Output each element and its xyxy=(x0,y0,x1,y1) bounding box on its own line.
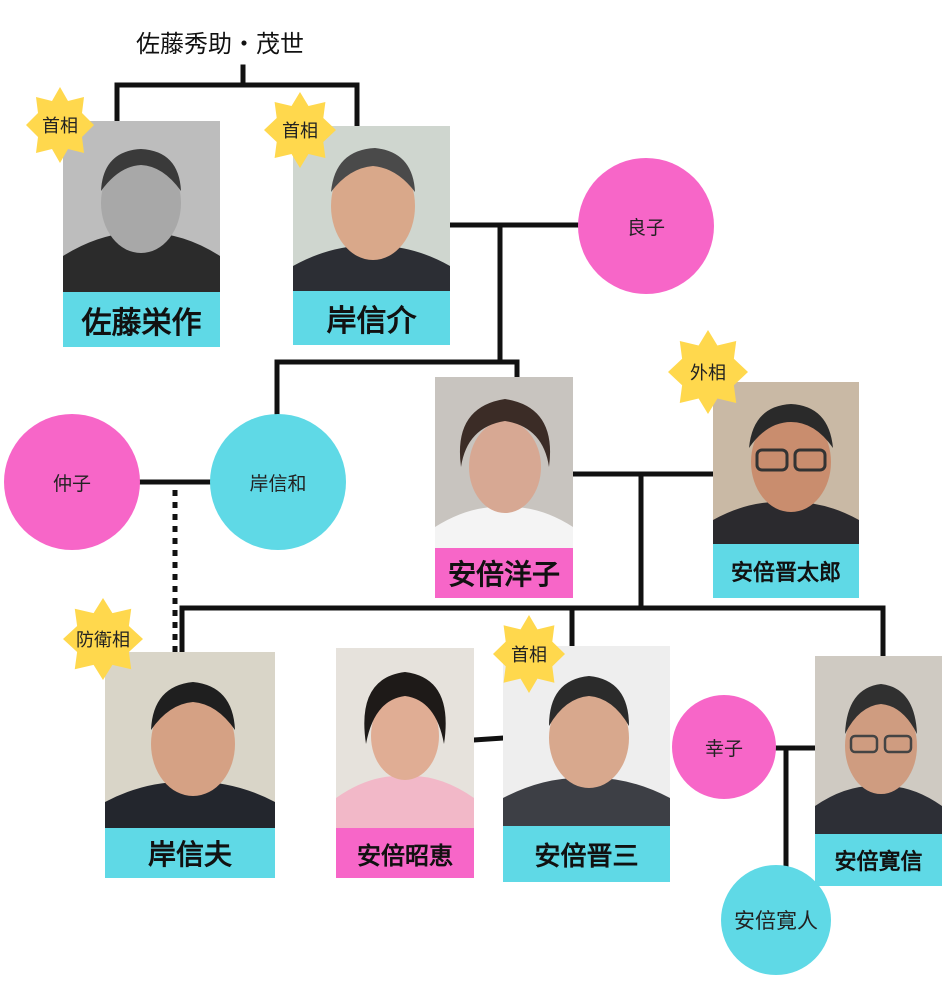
star-badge-icon xyxy=(63,598,143,680)
name-abe-yoko: 安倍洋子 xyxy=(435,548,573,598)
photo-abe-shintaro xyxy=(713,382,859,544)
badge-text: 外相 xyxy=(690,363,726,384)
name-kishi-nobusuke: 岸信介 xyxy=(293,291,450,345)
badge-pm-abe: 首相 xyxy=(493,615,565,693)
line-akie-shinzo xyxy=(471,735,506,743)
badge-defense-minister: 防衛相 xyxy=(63,598,143,680)
name-abe-shintaro: 安倍晋太郎 xyxy=(713,544,859,598)
photo-kishi-nobuo xyxy=(105,652,275,828)
photo-kishi-nobusuke xyxy=(293,126,450,291)
star-badge-icon xyxy=(668,330,748,414)
great-grandparents-name: 佐藤秀助・茂世 xyxy=(136,30,304,58)
badge-text: 首相 xyxy=(282,121,318,142)
star-badge-icon xyxy=(26,87,94,163)
star-badge-icon xyxy=(264,92,336,168)
name-abe-akie: 安倍昭恵 xyxy=(336,828,474,878)
node-kishi-nobukazu: 岸信和 xyxy=(210,414,346,550)
name-abe-hironobu: 安倍寛信 xyxy=(815,834,942,886)
node-abe-hiroto: 安倍寛人 xyxy=(721,865,831,975)
photo-abe-yoko xyxy=(435,377,573,548)
badge-text: 首相 xyxy=(511,645,547,666)
node-nakako: 仲子 xyxy=(4,414,140,550)
name-abe-shinzo: 安倍晋三 xyxy=(503,826,670,882)
badge-pm-kishi: 首相 xyxy=(264,92,336,168)
photo-sato-eisaku xyxy=(63,121,220,292)
photo-abe-hironobu xyxy=(815,656,942,834)
node-yoshiko: 良子 xyxy=(578,158,714,294)
name-sato-eisaku: 佐藤栄作 xyxy=(63,292,220,347)
node-sachiko: 幸子 xyxy=(672,695,776,799)
photo-abe-akie xyxy=(336,648,474,828)
badge-text: 防衛相 xyxy=(76,630,130,651)
badge-text: 首相 xyxy=(42,116,78,137)
badge-foreign-minister: 外相 xyxy=(668,330,748,414)
star-badge-icon xyxy=(493,615,565,693)
badge-pm-sato: 首相 xyxy=(26,87,94,163)
name-kishi-nobuo: 岸信夫 xyxy=(105,828,275,878)
